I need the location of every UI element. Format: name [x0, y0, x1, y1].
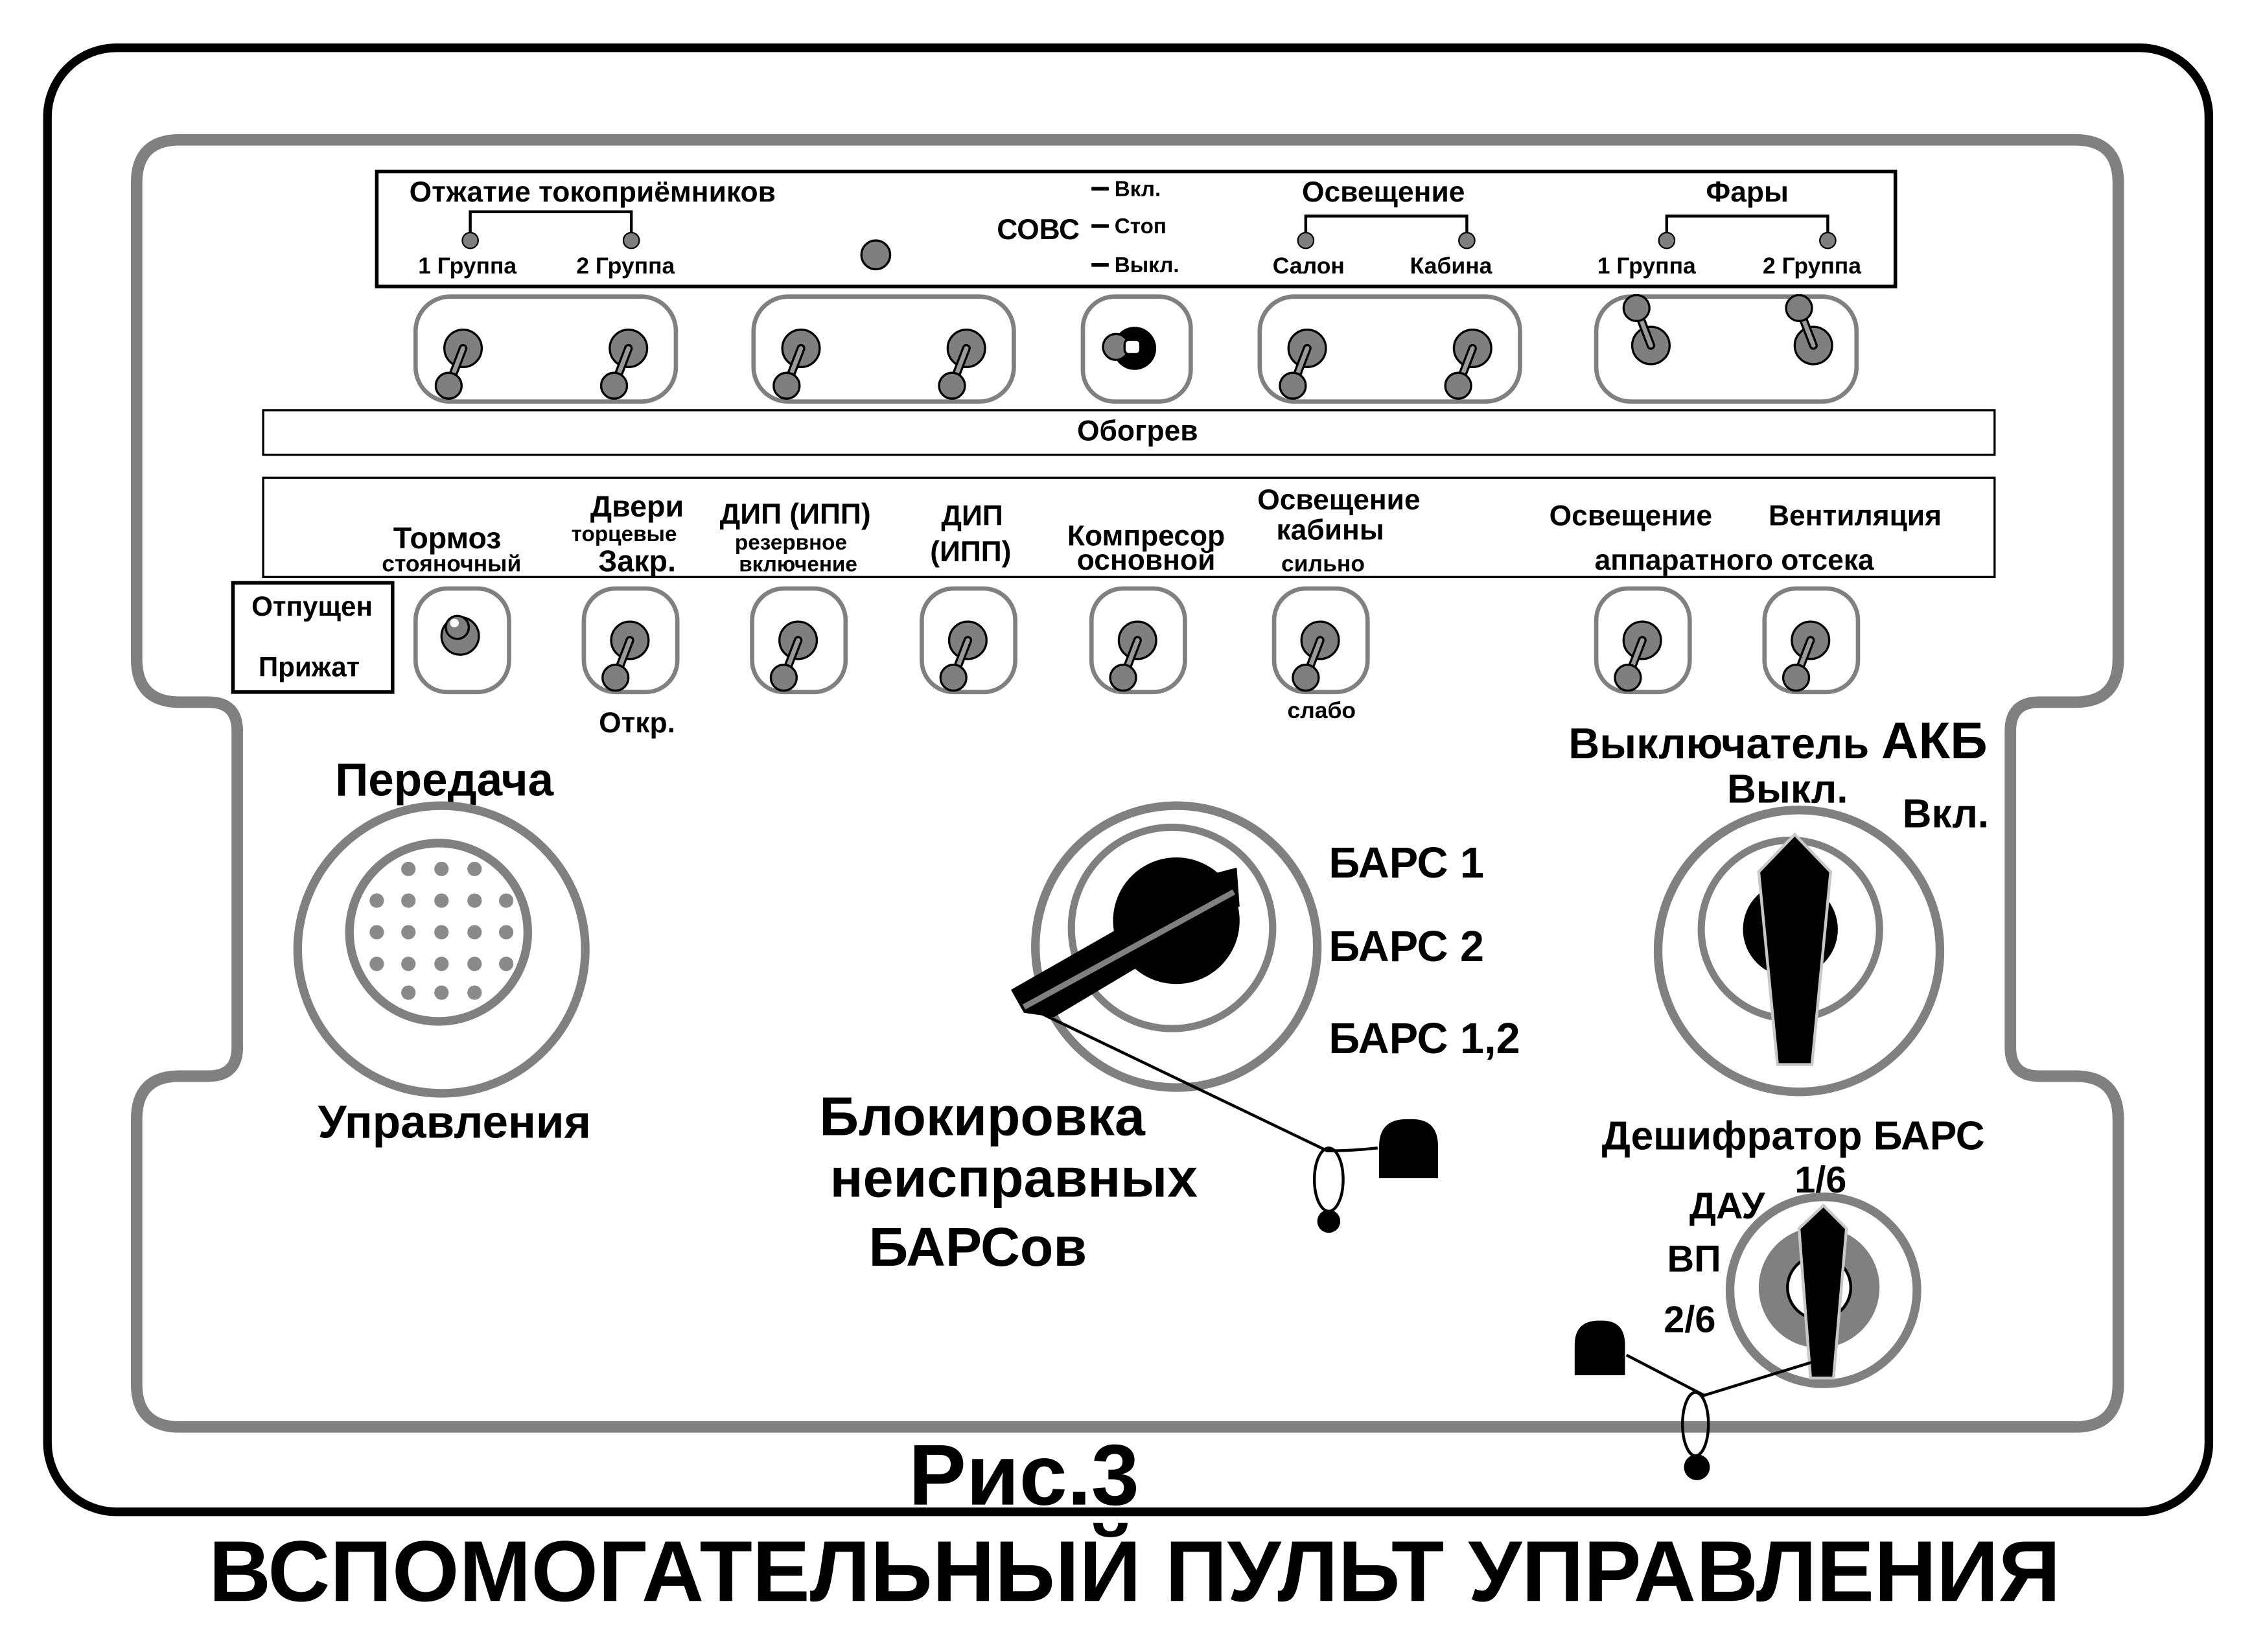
battery-title-prefix: Выключатель — [1568, 720, 1881, 768]
bars-pos1-label: БАРС 1 — [1329, 839, 1484, 887]
bars-caption-line1: Блокировка — [819, 1086, 1146, 1146]
battery-title: Выключатель АКБ — [1568, 712, 1987, 769]
doors-label: Двери — [590, 489, 684, 523]
pantograph-group2-lamp — [622, 231, 640, 250]
lighting-bracket — [1304, 215, 1468, 235]
console-inner-frame — [130, 134, 2124, 1433]
battery-title-akb: АКБ — [1881, 712, 1988, 769]
dip-label-line1: ДИП — [941, 500, 1003, 531]
brake-toggle[interactable] — [440, 614, 480, 656]
brake-sublabel: стояночный — [382, 550, 521, 576]
compartment-label: аппаратного отсека — [1595, 544, 1874, 576]
ventilation-label: Вентиляция — [1769, 500, 1942, 531]
decoder-rotary-switch[interactable] — [1725, 1192, 1921, 1388]
bars-switch-lock-tag — [1036, 1010, 1439, 1233]
pantograph-group1-label: 1 Группа — [418, 253, 517, 279]
headlights-switch-housing — [1594, 294, 1859, 404]
decoder-pos-26-label: 2/6 — [1664, 1299, 1715, 1340]
pantograph-group2-label: 2 Группа — [576, 253, 675, 279]
decoder-lock-tag — [1574, 1320, 1813, 1480]
battery-rotary-switch[interactable] — [1653, 806, 1945, 1097]
cabin-light-strong-label: сильно — [1281, 550, 1365, 576]
lighting-salon-label: Салон — [1273, 253, 1345, 279]
battery-off-label: Выкл. — [1727, 767, 1848, 812]
cabin-light-label-line2: кабины — [1276, 515, 1384, 546]
lower-label-plate — [262, 476, 1996, 578]
compressor-label-line1: Компресор — [1067, 520, 1225, 552]
brake-label: Тормоз — [393, 521, 502, 555]
dip-reserve-sublabel-1: резервное — [735, 531, 847, 555]
cabin-light-weak-label: слабо — [1287, 697, 1356, 723]
decoder-title: Дешифратор БАРС — [1602, 1114, 1985, 1159]
transmission-speaker-grille — [293, 801, 590, 1098]
heating-label: Обогрев — [1077, 415, 1198, 447]
headlights-title: Фары — [1706, 176, 1789, 208]
sovs-off-label: Выкл. — [1115, 253, 1179, 277]
dip-reserve-label: ДИП (ИПП) — [720, 498, 871, 530]
bars-caption-line2: неисправных — [830, 1148, 1198, 1209]
transmission-subtitle: Управления — [318, 1097, 591, 1148]
decoder-pos-vp-label: ВП — [1667, 1239, 1721, 1280]
battery-on-label: Вкл. — [1903, 791, 1989, 836]
lighting-cabin-lamp — [1458, 231, 1476, 250]
headlights-group1-lamp — [1658, 231, 1676, 250]
sovs-on-label: Вкл. — [1115, 177, 1161, 201]
figure-number: Рис.3 — [909, 1427, 1139, 1524]
compressor-label-line2: основной — [1077, 544, 1216, 576]
brake-state-box — [231, 581, 395, 694]
bars-pos2-label: БАРС 2 — [1329, 923, 1484, 971]
bars-pos12-label: БАРС 1,2 — [1329, 1015, 1520, 1063]
doors-closed-label: Закр. — [598, 544, 676, 577]
lighting-title: Освещение — [1302, 176, 1465, 208]
transmission-title: Передача — [335, 755, 553, 806]
sovs-rotary-switch[interactable] — [1102, 327, 1157, 370]
pantograph-bracket — [469, 210, 633, 235]
lighting-cabin-label: Кабина — [1410, 253, 1492, 279]
pantograph-title: Отжатие токоприёмников — [410, 176, 776, 208]
sovs-stop-label: Стоп — [1115, 215, 1167, 238]
bars-caption-line3: БАРСов — [869, 1216, 1087, 1277]
doors-open-label: Откр. — [599, 707, 675, 739]
bars-blocking-rotary-switch[interactable] — [1010, 801, 1322, 1092]
headlights-group2-lamp — [1819, 231, 1837, 250]
brake-pressed-label: Прижат — [259, 651, 360, 682]
heating-bar — [262, 409, 1996, 456]
sovs-label: СОВС — [997, 214, 1080, 246]
brake-released-label: Отпущен — [251, 591, 373, 622]
headlights-group1-label: 1 Группа — [1597, 253, 1696, 279]
unlabeled-indicator-lamp — [860, 239, 892, 271]
figure-title: ВСПОМОГАТЕЛЬНЫЙ ПУЛЬТ УПРАВЛЕНИЯ — [209, 1522, 2060, 1620]
doors-sublabel: торцевые — [572, 522, 677, 546]
headlights-bracket — [1665, 215, 1829, 235]
lighting-salon-lamp — [1297, 231, 1315, 250]
dip-reserve-sublabel-2: включение — [739, 552, 857, 576]
compartment-light-label: Освещение — [1550, 500, 1712, 531]
pantograph-group1-lamp — [461, 231, 479, 250]
cabin-light-label-line1: Освещение — [1257, 484, 1420, 516]
headlights-group2-label: 2 Группа — [1763, 253, 1861, 279]
decoder-pos-dau-label: ДАУ — [1689, 1185, 1766, 1227]
dip-label-line2: (ИПП) — [930, 536, 1011, 568]
